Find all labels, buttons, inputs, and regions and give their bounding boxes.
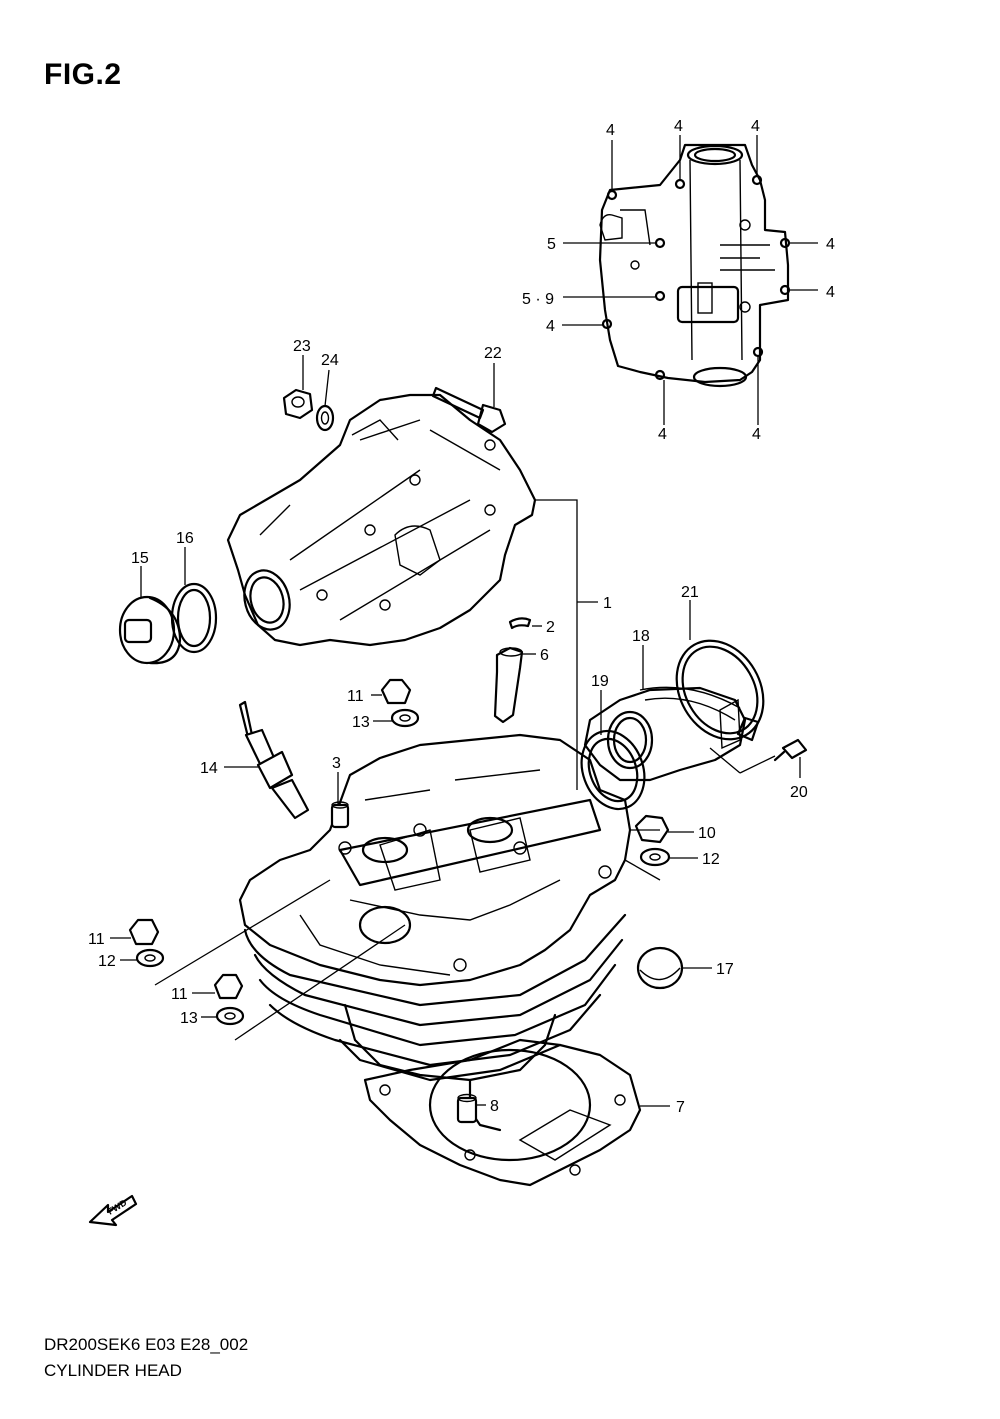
model-code: DR200SEK6 E03 E28_002 — [44, 1335, 249, 1354]
callout-15: 15 — [131, 550, 149, 567]
nut-11-upper — [380, 678, 412, 705]
callout-4-a: 4 — [606, 122, 615, 139]
callout-13-b: 13 — [180, 1010, 198, 1027]
callout-4-h: 4 — [752, 426, 761, 443]
washer-13-upper — [390, 708, 420, 728]
assembly-name: CYLINDER HEAD — [44, 1361, 182, 1380]
callout-22: 22 — [484, 345, 502, 362]
callout-19: 19 — [591, 673, 609, 690]
intake-pipe-18 — [583, 686, 747, 782]
washer-13-lower — [215, 1006, 245, 1026]
callout-4-c: 4 — [751, 118, 760, 135]
callout-5-9: 5 · 9 — [522, 291, 554, 308]
callout-11-c: 11 — [171, 986, 188, 1003]
o-ring-16 — [170, 582, 218, 654]
fwd-arrow-icon: FWD — [88, 1194, 138, 1227]
screw-20 — [773, 738, 808, 762]
callout-4-d: 4 — [826, 236, 835, 253]
callout-23: 23 — [293, 338, 311, 355]
callout-8: 8 — [490, 1098, 499, 1115]
callout-10: 10 — [698, 825, 716, 842]
callout-13-a: 13 — [352, 714, 370, 731]
callout-14: 14 — [200, 760, 218, 777]
callout-11-b: 11 — [88, 931, 105, 948]
callout-2: 2 — [546, 619, 555, 636]
callout-20: 20 — [790, 784, 808, 801]
diagram-footer: DR200SEK6 E03 E28_002 CYLINDER HEAD — [44, 1332, 248, 1384]
callout-3: 3 — [332, 755, 341, 772]
callout-17: 17 — [716, 961, 734, 978]
callout-6: 6 — [540, 647, 549, 664]
callout-12-a: 12 — [702, 851, 720, 868]
callout-4-g: 4 — [658, 426, 667, 443]
nut-11-lower — [213, 973, 244, 1000]
callout-18: 18 — [632, 628, 650, 645]
cylinder-head — [238, 733, 632, 987]
stud-bolt-22 — [431, 386, 507, 434]
spark-plug-14 — [238, 700, 310, 820]
callout-7: 7 — [676, 1099, 685, 1116]
nut-11-left — [128, 918, 160, 946]
callout-24: 24 — [321, 352, 339, 369]
bracket-line-1 — [535, 499, 598, 790]
nut-10 — [634, 814, 670, 844]
callout-labels: 4 4 4 5 4 5 · 9 4 4 4 4 23 24 22 16 15 1… — [88, 118, 835, 1116]
callout-4-e: 4 — [826, 284, 835, 301]
cylinder-head-cover-underside — [598, 143, 791, 388]
valve-guide-6 — [493, 646, 524, 724]
assembly-line-11 — [154, 879, 406, 1041]
leader-lines — [110, 135, 818, 1107]
callout-1: 1 — [603, 595, 612, 612]
clamp-21 — [675, 639, 765, 742]
bracket-line-intake — [709, 747, 776, 774]
dowel-pin-3 — [330, 801, 350, 829]
figure-title: FIG.2 — [44, 58, 122, 91]
valve-clip-2 — [508, 617, 532, 630]
washer-12-left — [135, 948, 165, 968]
washer-24 — [315, 404, 335, 432]
cylinder-head-cover — [226, 393, 537, 647]
plug-17 — [636, 946, 684, 990]
dowel-pin-8 — [456, 1093, 478, 1124]
cylinder-fins — [243, 913, 627, 1082]
callout-11-a: 11 — [347, 688, 364, 705]
callout-4-b: 4 — [674, 118, 683, 135]
washer-12-right — [639, 847, 671, 867]
plug-cap-15 — [118, 595, 182, 665]
nut-23 — [282, 388, 314, 420]
callout-21: 21 — [681, 584, 699, 601]
cylinder-base-gasket-7 — [363, 1038, 642, 1187]
assembly-line-10 — [624, 829, 661, 881]
callout-5: 5 — [547, 236, 556, 253]
callout-4-f: 4 — [546, 318, 555, 335]
gasket-19 — [580, 729, 646, 811]
callout-12-b: 12 — [98, 953, 116, 970]
callout-16: 16 — [176, 530, 194, 547]
